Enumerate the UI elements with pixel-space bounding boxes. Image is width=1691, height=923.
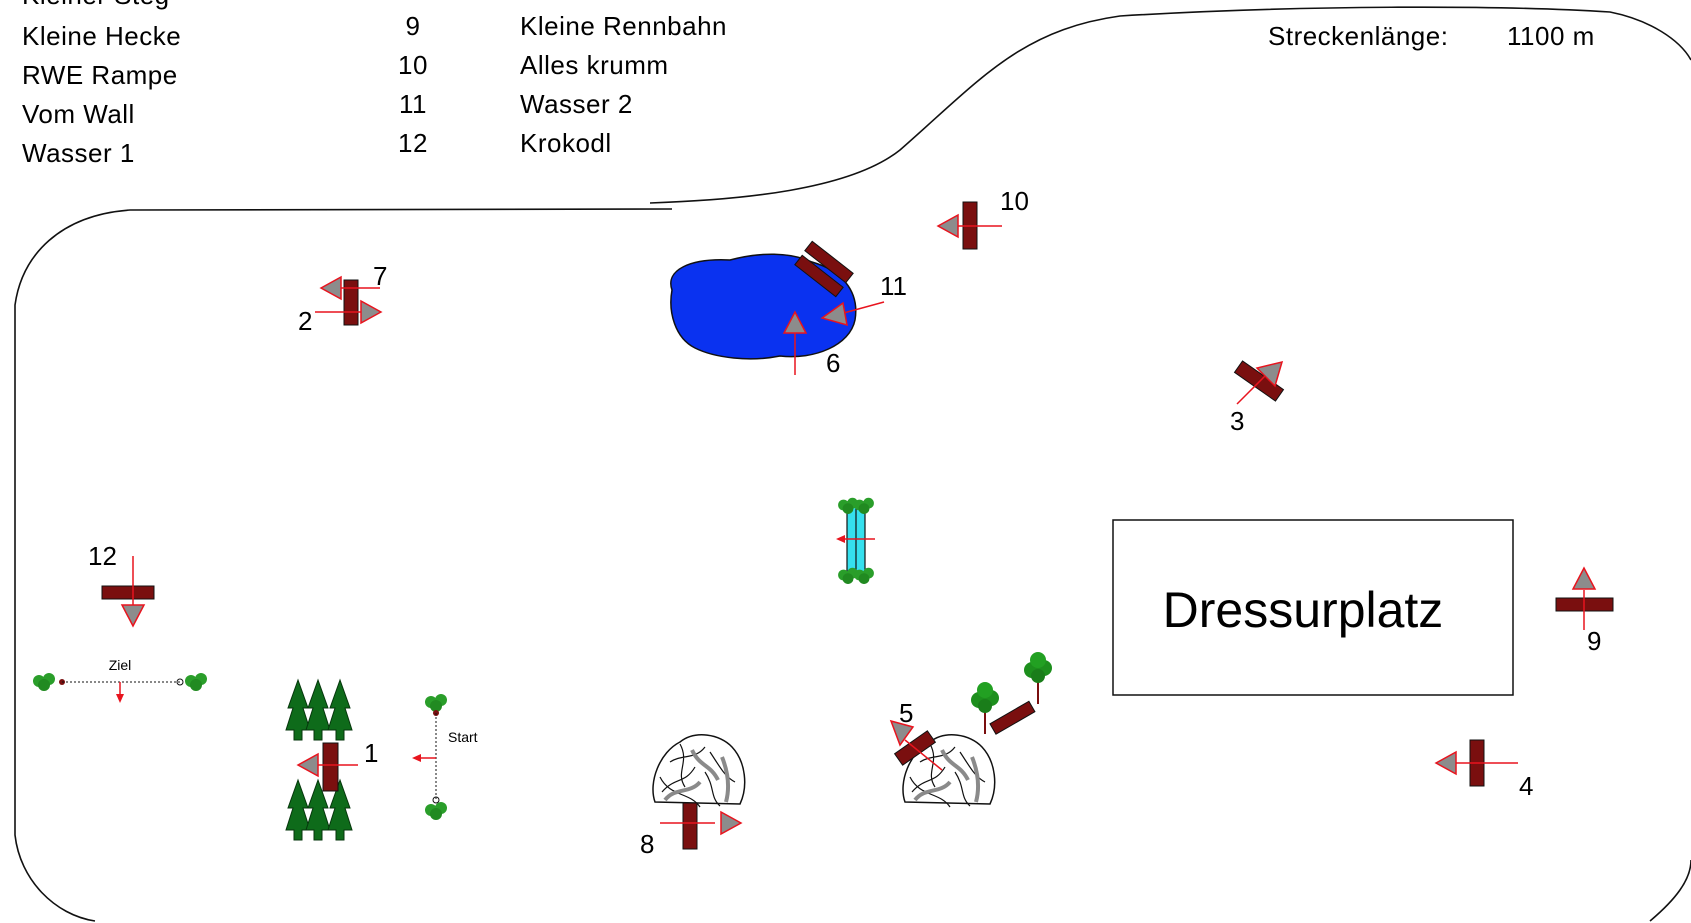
obstacle-number: 6 bbox=[826, 348, 840, 378]
obstacle-9: 9 bbox=[1555, 566, 1614, 656]
bush-icon bbox=[185, 673, 207, 691]
obstacle-12: 12 bbox=[88, 541, 155, 628]
legend-item-name: Wasser 2 bbox=[520, 89, 633, 119]
obstacle-10: 10 bbox=[936, 186, 1029, 250]
legend-item-name: RWE Rampe bbox=[22, 60, 178, 90]
direction-arrow-icon bbox=[936, 213, 959, 239]
obstacle-2: 2 bbox=[298, 279, 383, 336]
conifer-tree-icon bbox=[305, 679, 331, 741]
direction-arrow-icon bbox=[1571, 566, 1597, 590]
obstacle-bar-icon bbox=[322, 742, 339, 792]
legend-item-number: 12 bbox=[398, 128, 428, 158]
obstacle-1: 1 bbox=[296, 738, 378, 792]
direction-arrow-icon bbox=[319, 275, 342, 301]
course-length-value: 1100 m bbox=[1507, 21, 1595, 51]
direction-arrow-icon bbox=[889, 719, 915, 747]
obstacle-number: 7 bbox=[373, 261, 387, 291]
start-line bbox=[412, 694, 447, 820]
obstacle-8: 8 bbox=[640, 802, 743, 859]
legend-item-name: Vom Wall bbox=[22, 99, 135, 129]
obstacle-bar-icon bbox=[989, 700, 1036, 735]
start-label: Start bbox=[448, 729, 478, 745]
pond-icon bbox=[670, 253, 857, 360]
obstacle-bar-icon bbox=[343, 279, 359, 326]
bush-icon bbox=[33, 673, 55, 691]
direction-arrow-icon bbox=[1434, 750, 1457, 776]
direction-arrow-icon bbox=[782, 310, 808, 334]
obstacle-number: 12 bbox=[88, 541, 117, 571]
bush-icon bbox=[425, 694, 447, 712]
legend-right: 9 Kleine Rennbahn 10 Alles krumm 11 Wass… bbox=[398, 11, 727, 158]
obstacle-6: 6 bbox=[782, 310, 840, 378]
obstacle-number: 9 bbox=[1587, 626, 1601, 656]
bush-icon bbox=[1023, 651, 1053, 705]
tree-group bbox=[285, 679, 353, 841]
obstacle-4: 4 bbox=[1434, 739, 1533, 801]
legend-item-name: Kleine Rennbahn bbox=[520, 11, 727, 41]
obstacle-number: 5 bbox=[899, 698, 913, 728]
obstacle-number: 10 bbox=[1000, 186, 1029, 216]
bush-icon bbox=[425, 802, 447, 820]
obstacle-bar-icon bbox=[682, 802, 698, 850]
obstacle-number: 11 bbox=[880, 271, 907, 301]
obstacle-bar-icon bbox=[804, 240, 854, 284]
obstacle-bar-icon bbox=[101, 585, 155, 600]
course-length-label: Streckenlänge: bbox=[1268, 21, 1448, 51]
legend-item-number: 11 bbox=[399, 89, 427, 119]
finish-label: Ziel bbox=[109, 657, 132, 673]
dressage-arena-label: Dressurplatz bbox=[1163, 582, 1444, 638]
conifer-tree-icon bbox=[327, 679, 353, 741]
course-boundary bbox=[14, 6, 1691, 922]
legend-item-name: Krokodl bbox=[520, 128, 612, 158]
finish-line bbox=[33, 673, 207, 703]
obstacle-number: 2 bbox=[298, 306, 312, 336]
obstacle-number: 8 bbox=[640, 829, 654, 859]
obstacle-bar-icon bbox=[794, 254, 844, 298]
direction-arrow-icon bbox=[720, 810, 743, 836]
legend-item-number: 9 bbox=[406, 11, 421, 41]
obstacle-5: 5 bbox=[889, 698, 1036, 771]
legend-item-name: Wasser 1 bbox=[22, 138, 135, 168]
rock-icon bbox=[650, 732, 747, 809]
obstacle-11: 11 bbox=[794, 240, 907, 327]
legend-item-name: Kleiner Steg bbox=[22, 0, 170, 10]
legend-item-number: 10 bbox=[398, 50, 428, 80]
obstacle-number: 1 bbox=[364, 738, 378, 768]
water-jump bbox=[836, 497, 875, 584]
direction-arrow-icon bbox=[360, 299, 383, 325]
bush-icon bbox=[854, 567, 874, 584]
conifer-tree-icon bbox=[285, 779, 311, 841]
legend-item-name: Kleine Hecke bbox=[22, 21, 181, 51]
obstacle-number: 3 bbox=[1230, 406, 1244, 436]
legend-left: Kleiner Steg Kleine Hecke RWE Rampe Vom … bbox=[22, 0, 181, 168]
obstacle-number: 4 bbox=[1519, 771, 1533, 801]
direction-arrow-icon bbox=[296, 752, 319, 778]
direction-arrow-icon bbox=[120, 604, 146, 628]
dressage-arena bbox=[1112, 519, 1514, 696]
conifer-tree-icon bbox=[285, 679, 311, 741]
legend-item-name: Alles krumm bbox=[520, 50, 669, 80]
obstacle-7: 7 bbox=[319, 261, 387, 301]
obstacle-3: 3 bbox=[1230, 360, 1285, 436]
direction-arrow-icon bbox=[820, 301, 848, 327]
direction-arrow-icon bbox=[1255, 360, 1284, 388]
